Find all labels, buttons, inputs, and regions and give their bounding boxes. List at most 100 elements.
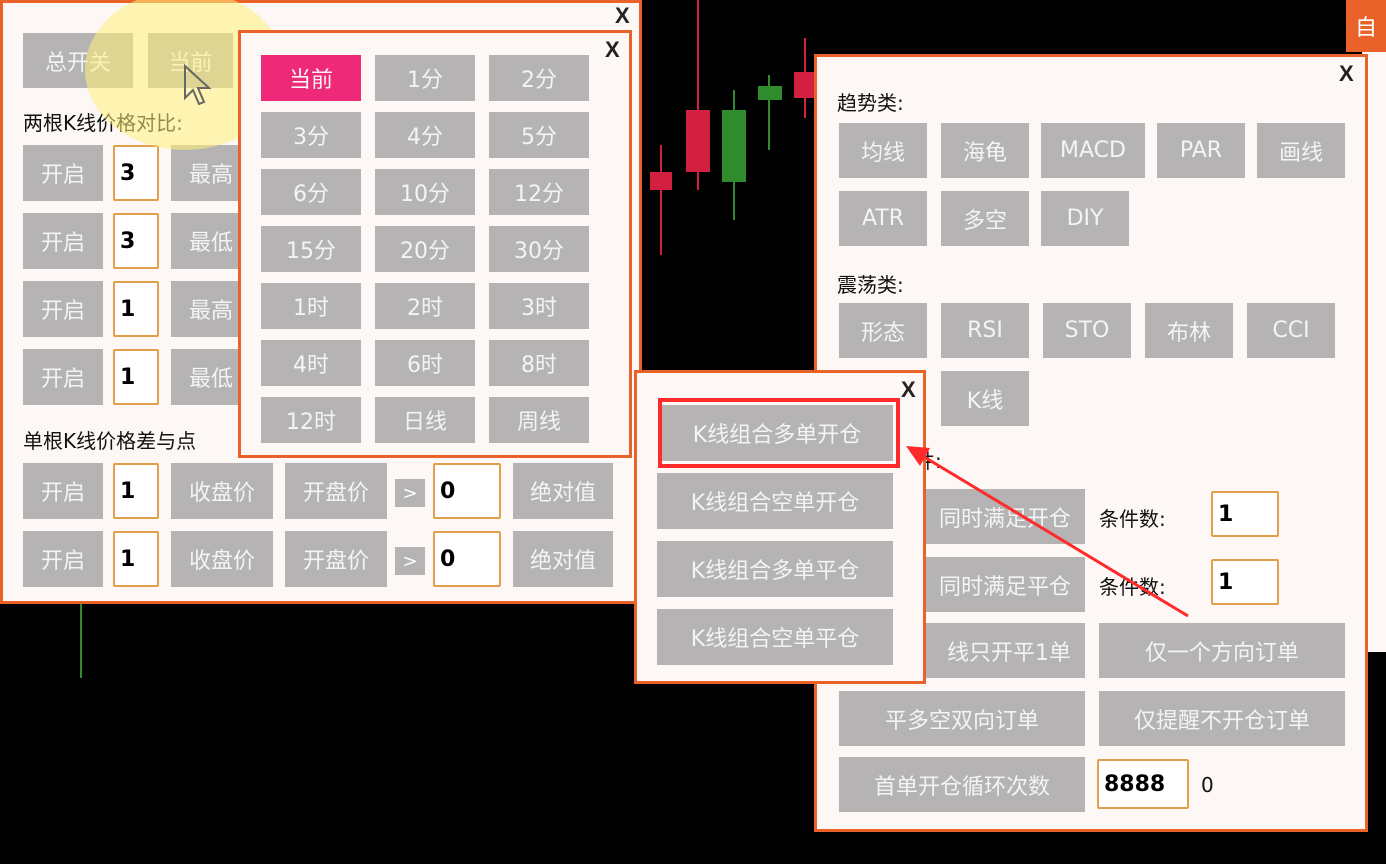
chart-line <box>80 600 82 678</box>
one-order-per-bar-button[interactable]: 线只开平1单 <box>907 623 1085 678</box>
close-price-button[interactable]: 收盘价 <box>171 531 273 587</box>
open-price-button[interactable]: 开盘价 <box>285 463 387 519</box>
trend-indicator-button[interactable]: ATR <box>839 191 927 246</box>
bar-count-input[interactable]: 3 <box>113 145 159 201</box>
trend-indicator-button[interactable]: MACD <box>1041 123 1145 178</box>
condition-count-label: 条件数: <box>1099 507 1166 531</box>
oscillator-indicator-button[interactable]: STO <box>1043 303 1131 358</box>
timeframe-option[interactable]: 当前 <box>261 55 361 101</box>
enable-button[interactable]: 开启 <box>23 349 103 405</box>
open-price-button[interactable]: 开盘价 <box>285 531 387 587</box>
close-price-button[interactable]: 收盘价 <box>171 463 273 519</box>
timeframe-option[interactable]: 4分 <box>375 112 475 158</box>
trend-indicator-button[interactable]: 画线 <box>1257 123 1345 178</box>
bar-count-input[interactable]: 1 <box>113 463 159 519</box>
candle-body <box>650 172 672 190</box>
timeframe-option[interactable]: 6分 <box>261 169 361 215</box>
timeframe-option[interactable]: 8时 <box>489 340 589 386</box>
trend-indicator-button[interactable]: 多空 <box>941 191 1029 246</box>
trend-indicator-button[interactable]: PAR <box>1157 123 1245 178</box>
section-title-single-bar: 单根K线价格差与点 <box>23 429 197 453</box>
condition-count-input[interactable]: 1 <box>1211 559 1279 605</box>
trend-indicator-button[interactable]: 均线 <box>839 123 927 178</box>
oscillator-indicator-button[interactable]: RSI <box>941 303 1029 358</box>
kline-short-open-button[interactable]: K线组合空单开仓 <box>657 473 893 529</box>
trend-indicator-button[interactable]: 海龟 <box>941 123 1029 178</box>
timeframe-option[interactable]: 3分 <box>261 112 361 158</box>
candle-body <box>794 72 814 98</box>
close-icon[interactable]: X <box>1339 61 1354 86</box>
timeframe-option[interactable]: 2时 <box>375 283 475 329</box>
absolute-value-button[interactable]: 绝对值 <box>513 531 613 587</box>
threshold-input[interactable]: 0 <box>433 463 501 519</box>
oscillator-section-title: 震荡类: <box>837 273 904 297</box>
highlight-box <box>658 398 900 468</box>
timeframe-option[interactable]: 3时 <box>489 283 589 329</box>
one-direction-button[interactable]: 仅一个方向订单 <box>1099 623 1345 678</box>
enable-button[interactable]: 开启 <box>23 281 103 337</box>
candle-body <box>722 110 746 182</box>
candle-body <box>686 110 710 172</box>
price-field-button[interactable]: 最高 <box>171 281 251 337</box>
timeframe-option[interactable]: 周线 <box>489 397 589 443</box>
oscillator-indicator-button[interactable]: 形态 <box>839 303 927 358</box>
flat-both-directions-button[interactable]: 平多空双向订单 <box>839 691 1085 746</box>
timeframe-option[interactable]: 30分 <box>489 226 589 272</box>
enable-button[interactable]: 开启 <box>23 145 103 201</box>
timeframe-option[interactable]: 15分 <box>261 226 361 272</box>
oscillator-indicator-button[interactable]: CCI <box>1247 303 1335 358</box>
bar-count-input[interactable]: 1 <box>113 349 159 405</box>
timeframe-option[interactable]: 1分 <box>375 55 475 101</box>
operator-button[interactable]: > <box>395 479 425 507</box>
kline-short-close-button[interactable]: K线组合空单平仓 <box>657 609 893 665</box>
enable-button[interactable]: 开启 <box>23 213 103 269</box>
threshold-input[interactable]: 0 <box>433 531 501 587</box>
timeframe-option[interactable]: 20分 <box>375 226 475 272</box>
loop-counter-value: 0 <box>1201 773 1214 797</box>
trend-indicator-button[interactable]: DIY <box>1041 191 1129 246</box>
operator-button[interactable]: > <box>395 547 425 575</box>
absolute-value-button[interactable]: 绝对值 <box>513 463 613 519</box>
timeframe-option[interactable]: 12时 <box>261 397 361 443</box>
mouse-cursor-icon <box>184 64 212 106</box>
condition-count-input[interactable]: 1 <box>1211 491 1279 537</box>
timeframe-option[interactable]: 2分 <box>489 55 589 101</box>
price-field-button[interactable]: 最低 <box>171 349 251 405</box>
timeframe-option[interactable]: 6时 <box>375 340 475 386</box>
trend-section-title: 趋势类: <box>837 91 904 115</box>
timeframe-option[interactable]: 1时 <box>261 283 361 329</box>
alert-only-button[interactable]: 仅提醒不开仓订单 <box>1099 691 1345 746</box>
kline-long-open-button[interactable]: K线组合多单开仓 <box>661 405 893 461</box>
annotation-arrow <box>906 446 1189 618</box>
close-all-conditions-button[interactable]: 同时满足平仓 <box>907 557 1085 612</box>
loop-count-input[interactable]: 8888 <box>1097 759 1189 809</box>
kline-indicator-button[interactable]: K线 <box>941 371 1029 426</box>
candle-body <box>758 86 782 100</box>
close-icon[interactable]: X <box>901 377 916 402</box>
timeframe-panel: X 当前 1分 2分 3分 4分 5分 6分 10分 12分 15分 20分 30分 1时 2时 3时 4时 6… <box>238 30 632 458</box>
candle-wick <box>768 75 770 150</box>
close-icon[interactable]: X <box>615 3 630 28</box>
top-right-tab[interactable]: 自 <box>1346 0 1386 52</box>
timeframe-option[interactable]: 10分 <box>375 169 475 215</box>
kline-long-close-button[interactable]: K线组合多单平仓 <box>657 541 893 597</box>
oscillator-indicator-button[interactable]: 布林 <box>1145 303 1233 358</box>
timeframe-option[interactable]: 12分 <box>489 169 589 215</box>
bar-count-input[interactable]: 1 <box>113 281 159 337</box>
top-right-tab-label: 自 <box>1354 16 1377 41</box>
candle-wick <box>697 0 699 190</box>
bar-count-input[interactable]: 3 <box>113 213 159 269</box>
price-field-button[interactable]: 最低 <box>171 213 251 269</box>
timeframe-option[interactable]: 4时 <box>261 340 361 386</box>
enable-button[interactable]: 开启 <box>23 463 103 519</box>
candle-wick <box>660 145 662 255</box>
timeframe-option[interactable]: 5分 <box>489 112 589 158</box>
kline-combo-popup: X K线组合多单开仓 K线组合空单开仓 K线组合多单平仓 K线组合空单平仓 <box>634 370 926 684</box>
timeframe-option[interactable]: 日线 <box>375 397 475 443</box>
price-field-button[interactable]: 最高 <box>171 145 251 201</box>
bar-count-input[interactable]: 1 <box>113 531 159 587</box>
enable-button[interactable]: 开启 <box>23 531 103 587</box>
close-icon[interactable]: X <box>605 37 620 62</box>
candlestick-chart <box>640 0 820 380</box>
first-order-loop-button[interactable]: 首单开仓循环次数 <box>839 757 1085 812</box>
